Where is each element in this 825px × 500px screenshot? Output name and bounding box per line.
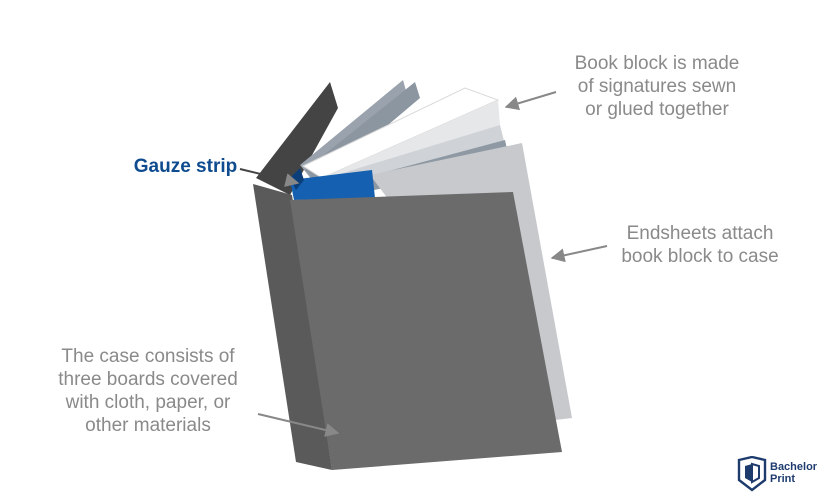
arrow-endsheets — [550, 245, 608, 263]
arrow-gauze — [239, 168, 300, 187]
front-cover — [290, 192, 562, 470]
arrow-book-block — [504, 91, 557, 111]
logo-line-2: Print — [770, 473, 796, 485]
back-board — [256, 82, 338, 195]
book-shield-icon — [737, 456, 767, 492]
logo-line-1: Bachelor — [770, 461, 818, 473]
label-book-block-line-3: or glued together — [585, 99, 729, 120]
label-case-line-2: three boards covered — [58, 369, 238, 390]
label-case-line-4: other materials — [85, 415, 211, 436]
label-gauze-strip: Gauze strip — [133, 156, 238, 177]
label-case-line-3: with cloth, paper, or — [65, 392, 231, 413]
label-book-block-line-2: of signatures sewn — [577, 76, 737, 97]
label-book-block-line-1: Book block is made — [574, 53, 740, 74]
spine — [253, 184, 332, 470]
label-case-line-1: The case consists of — [61, 346, 235, 367]
label-endsheets-line-1: Endsheets attach — [626, 223, 774, 244]
gauze-strip — [290, 170, 375, 200]
label-endsheets-line-2: book block to case — [621, 246, 779, 267]
label-book-block: Book block is made of signatures sewn or… — [532, 52, 782, 121]
bachelor-print-logo: Bachelor Print — [737, 456, 817, 492]
label-case: The case consists of three boards covere… — [28, 345, 268, 437]
label-endsheets: Endsheets attach book block to case — [590, 222, 810, 268]
arrow-case — [257, 413, 340, 437]
logo-text: Bachelor Print — [770, 461, 817, 485]
